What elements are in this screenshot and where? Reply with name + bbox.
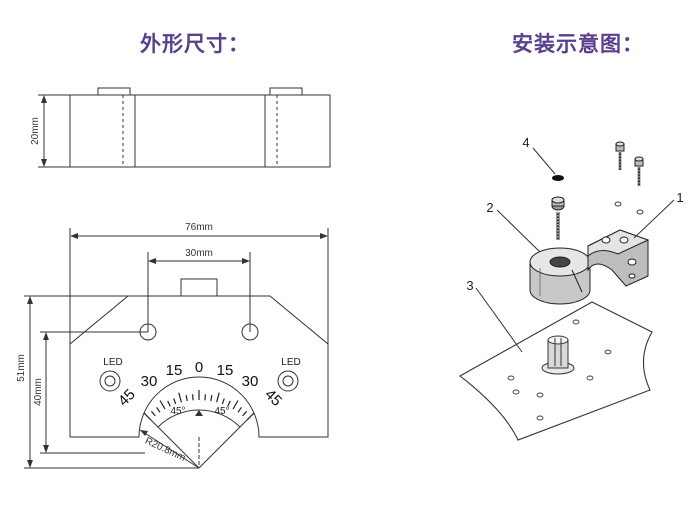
radius-arrow <box>140 430 148 436</box>
scale-tick <box>232 400 239 410</box>
plate-holes <box>507 319 612 421</box>
scale-tick <box>210 394 213 402</box>
leader-1 <box>633 199 675 239</box>
dim-label-40mm: 40mm <box>33 378 44 406</box>
arrow-40-top <box>43 332 49 340</box>
arrow-up <box>41 95 47 103</box>
led-label-left: LED <box>103 357 122 368</box>
led-left-inner <box>104 375 116 387</box>
installation-diagram: 4 2 1 3 <box>459 135 684 441</box>
screw-right-2 <box>634 156 644 186</box>
dimensions-title: 外形尺寸： <box>140 32 250 56</box>
scale-tick <box>221 398 225 405</box>
scale-tick <box>185 394 188 402</box>
arrow-51-bottom <box>27 460 33 468</box>
angle-ray-right <box>198 413 254 469</box>
scale-label-right-45: 45 <box>261 386 285 410</box>
plate-boss <box>541 335 575 375</box>
dim-label-20mm: 20mm <box>30 117 41 145</box>
screw-right-1 <box>615 141 625 170</box>
led-left-outer <box>99 370 121 392</box>
scale-tick <box>156 407 161 413</box>
side-view: 20mm <box>30 87 331 168</box>
side-view-body <box>69 94 331 168</box>
scale-tick <box>237 407 242 413</box>
scale-tick <box>173 398 177 405</box>
part-number-3: 3 <box>466 278 473 293</box>
part-1-sensor <box>587 229 650 287</box>
screw-center <box>551 196 565 240</box>
washer-1 <box>614 201 622 207</box>
leader-3 <box>475 287 523 353</box>
dim-label-30mm: 30mm <box>185 248 213 259</box>
arrow-40-bottom <box>43 445 49 453</box>
dim-label-76mm: 76mm <box>185 222 213 233</box>
mount-hole-right <box>241 323 259 341</box>
scale-tick <box>159 400 166 410</box>
angle-arc-arrow <box>195 410 203 416</box>
angle-ray-left <box>144 413 200 469</box>
arrow-51-top <box>27 296 33 304</box>
screws <box>551 141 644 240</box>
front-view: 76mm 30mm LED LED 45 30 15 0 15 30 45 <box>16 222 329 469</box>
scale-label-right-30: 30 <box>242 373 259 390</box>
arrow-76-right <box>320 233 328 239</box>
led-right-outer <box>277 370 299 392</box>
dim-label-51mm: 51mm <box>16 354 27 382</box>
leader-2 <box>496 209 541 253</box>
led-right-inner <box>282 375 294 387</box>
scale-tick <box>204 394 206 401</box>
part-number-1: 1 <box>676 190 683 205</box>
leader-4 <box>532 147 556 175</box>
side-view-tab-left <box>97 87 131 96</box>
installation-title: 安装示意图： <box>512 32 644 56</box>
led-label-right: LED <box>281 357 300 368</box>
scale-label-left-15: 15 <box>166 362 183 379</box>
washer-2 <box>636 209 644 215</box>
scale-label-right-15: 15 <box>217 362 234 379</box>
scale-label-left-45: 45 <box>115 386 139 410</box>
part-2-cylinder <box>529 247 591 305</box>
arrow-30-right <box>242 258 250 264</box>
arrow-76-left <box>70 233 78 239</box>
scale-tick <box>242 410 248 417</box>
front-top-tab <box>180 278 218 297</box>
angle-label-left: 45° <box>170 406 185 417</box>
arrow-down <box>41 159 47 167</box>
radius-line <box>139 429 200 469</box>
scale-label-left-30: 30 <box>141 373 158 390</box>
scale-tick <box>150 410 156 417</box>
part-number-2: 2 <box>486 200 493 215</box>
angle-label-right: 45° <box>214 406 229 417</box>
scale-label-zero: 0 <box>195 359 203 376</box>
arrow-30-left <box>148 258 156 264</box>
scale-tick <box>178 392 182 403</box>
side-view-tab-right <box>269 87 303 96</box>
scale-tick <box>167 400 171 407</box>
scale-tick <box>227 400 231 407</box>
part-4-disc <box>552 175 564 181</box>
part-number-4: 4 <box>522 135 529 150</box>
front-body-outline <box>69 295 329 438</box>
scale-tick <box>216 392 220 403</box>
scale-tick <box>192 394 194 401</box>
